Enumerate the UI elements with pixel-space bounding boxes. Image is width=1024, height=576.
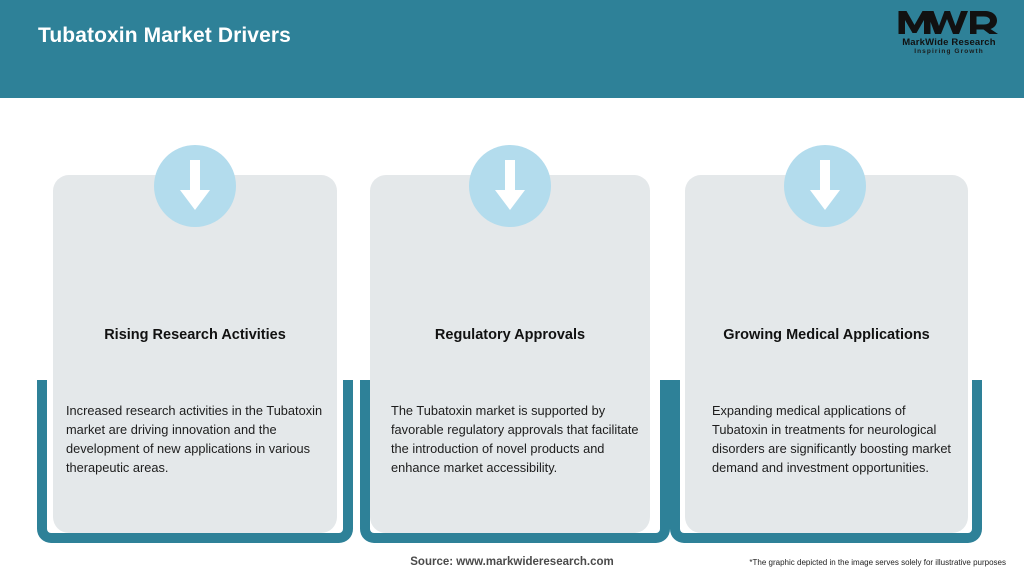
arrow-down-icon [784,145,866,227]
card-accent-bracket [37,380,353,543]
card-panel: Growing Medical Applications Expanding m… [685,175,968,533]
card-accent-bracket [670,380,982,543]
header-bar: Tubatoxin Market Drivers MarkWide Resear… [0,0,1024,98]
arrow-down-icon [154,145,236,227]
card-title: Regulatory Approvals [434,327,586,343]
card-body-text: The Tubatoxin market is supported by fav… [391,403,639,475]
markwide-research-logo: MarkWide Research Inspiring Growth [896,8,1002,55]
driver-card-2[interactable]: Regulatory Approvals The Tubatoxin marke… [360,98,670,543]
card-title: Growing Medical Applications [723,327,930,343]
logo-tagline: Inspiring Growth [914,47,984,55]
card-panel: Regulatory Approvals The Tubatoxin marke… [370,175,650,533]
mwr-monogram-icon [896,8,1002,36]
driver-card-3[interactable]: Growing Medical Applications Expanding m… [670,98,982,543]
card-panel: Rising Research Activities Increased res… [53,175,337,533]
source-attribution: Source: www.markwideresearch.com [410,556,614,568]
arrow-down-icon [469,145,551,227]
logo-company-name: MarkWide Research [902,37,996,48]
drivers-card-group: Rising Research Activities Increased res… [0,98,1024,543]
card-accent-bracket [360,380,670,543]
page-title: Tubatoxin Market Drivers [38,24,291,47]
card-body-text: Increased research activities in the Tub… [66,403,323,475]
card-title: Rising Research Activities [104,327,286,343]
driver-card-1[interactable]: Rising Research Activities Increased res… [37,98,353,543]
illustrative-disclaimer: *The graphic depicted in the image serve… [749,558,1006,567]
card-body-text: Expanding medical applications of Tubato… [712,403,951,475]
